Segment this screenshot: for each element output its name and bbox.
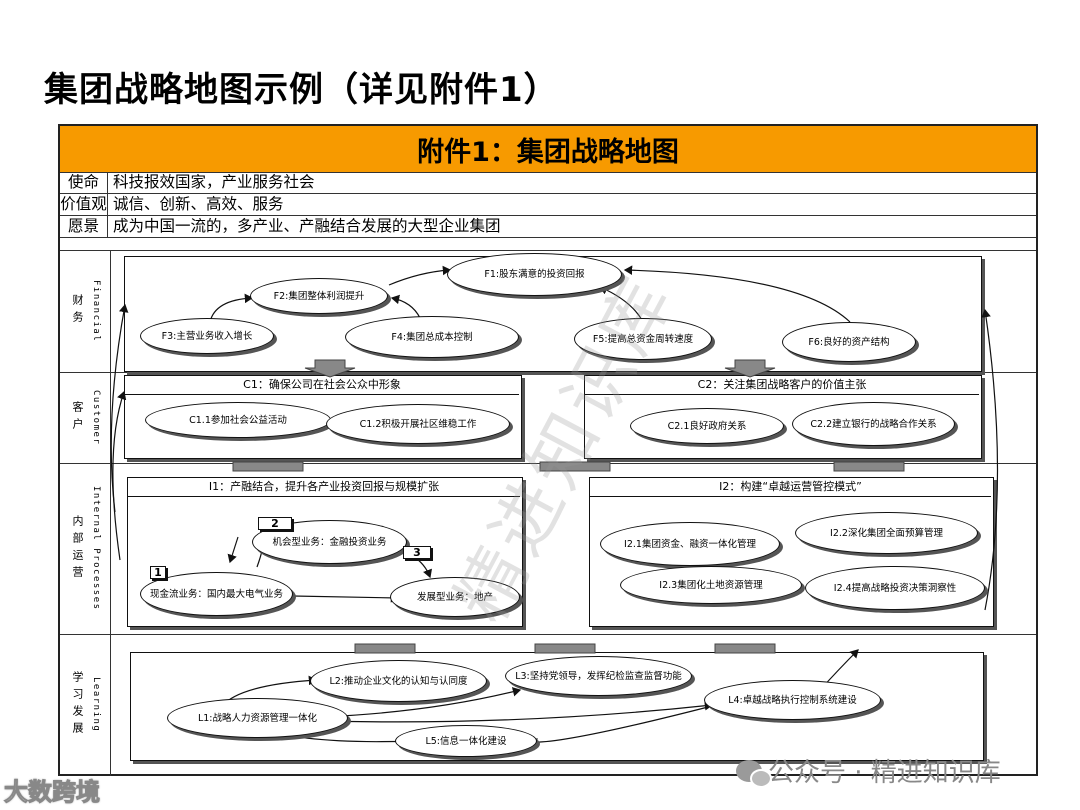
- page-title: 集团战略地图示例（详见附件1）: [44, 70, 559, 110]
- values-row: 价值观 诚信、创新、高效、服务: [60, 194, 1036, 216]
- objective-l4: L4:卓越战略执行控制系统建设: [704, 680, 881, 720]
- lane-internal-zh: 内部运营: [71, 514, 84, 583]
- values-value: 诚信、创新、高效、服务: [113, 195, 284, 213]
- strategy-map-frame: [58, 124, 1038, 776]
- banner-title: 附件1：集团战略地图: [60, 126, 1036, 173]
- objective-f2: F2:集团整体利润提升: [250, 278, 388, 314]
- c2-header: C2：关注集团战略客户的价值主张: [585, 376, 979, 395]
- objective-c21: C2.1良好政府关系: [630, 408, 784, 444]
- objective-f3: F3:主营业务收入增长: [140, 318, 274, 354]
- objective-f6: F6:良好的资产结构: [782, 322, 916, 362]
- footer-wechat: 公众号 · 精进知识库: [736, 752, 1001, 789]
- vision-key: 愿景: [60, 216, 108, 237]
- lane-customer-zh: 客户: [71, 400, 84, 435]
- lane-divider: [60, 372, 1036, 373]
- objective-c22: C2.2建立银行的战略合作关系: [792, 402, 955, 446]
- lane-financial-label: 财务 Financial: [60, 250, 110, 372]
- footer-left-logo: 大数跨境: [4, 778, 101, 807]
- lane-financial-en: Financial: [91, 279, 101, 343]
- objective-l2: L2:推动企业文化的认知与认同度: [310, 660, 487, 702]
- badge-1: 1: [150, 566, 166, 579]
- values-key: 价值观: [60, 194, 108, 215]
- c1-header: C1：确保公司在社会公众中形象: [125, 376, 519, 395]
- lane-internal-en: Internal Processes: [91, 486, 101, 611]
- lane-learning-zh: 学习发展: [71, 671, 84, 739]
- lane-customer-label: 客户 Customer: [60, 372, 110, 463]
- objective-i24: I2.4提高战略投资决策洞察性: [805, 566, 985, 610]
- objective-c12: C1.2积极开展社区维稳工作: [326, 404, 510, 444]
- vision-value: 成为中国一流的，多产业、产融结合发展的大型企业集团: [113, 217, 501, 235]
- lanes-top-line: [60, 250, 1036, 251]
- objective-l5: L5:信息一体化建设: [395, 725, 537, 757]
- wechat-icon: [736, 759, 772, 788]
- mission-row: 使命 科技报效国家，产业服务社会: [60, 172, 1036, 194]
- objective-opportunity-business: 机会型业务：金融投资业务: [252, 520, 407, 564]
- objective-cashflow-business: 现金流业务：国内最大电气业务: [140, 572, 293, 616]
- lane-customer-en: Customer: [91, 389, 101, 446]
- lane-internal-label: 内部运营 Internal Processes: [60, 463, 110, 634]
- objective-development-business: 发展型业务：地产: [390, 577, 520, 617]
- objective-i22: I2.2深化集团全面预算管理: [795, 512, 978, 554]
- i1-header: I1：产融结合，提升各产业投资回报与规模扩张: [128, 478, 520, 497]
- objective-f1: F1:股东满意的投资回报: [447, 253, 622, 296]
- lane-learning-en: Learning: [91, 677, 101, 733]
- i2-header: I2：构建“卓越运营管控模式”: [590, 478, 991, 497]
- objective-l1: L1:战略人力资源管理一体化: [167, 698, 348, 738]
- lane-financial-zh: 财务: [71, 294, 84, 328]
- vision-row: 愿景 成为中国一流的，多产业、产融结合发展的大型企业集团: [60, 216, 1036, 238]
- objective-f4: F4:集团总成本控制: [345, 316, 519, 358]
- badge-3: 3: [403, 546, 431, 559]
- objective-c11: C1.1参加社会公益活动: [145, 402, 331, 438]
- objective-i23: I2.3集团化土地资源管理: [620, 566, 802, 604]
- badge-2: 2: [258, 517, 292, 530]
- lane-learning-label: 学习发展 Learning: [60, 634, 110, 776]
- objective-i21: I2.1集团资金、融资一体化管理: [600, 522, 780, 566]
- footer-right-text: 公众号 · 精进知识库: [768, 758, 1001, 788]
- objective-f5: F5:提高总资金周转速度: [574, 318, 712, 360]
- mission-key: 使命: [60, 172, 108, 193]
- lane-divider: [60, 634, 1036, 635]
- mission-value: 科技报效国家，产业服务社会: [113, 173, 315, 191]
- lane-label-divider: [110, 250, 111, 776]
- objective-l3: L3:坚持党领导，发挥纪检监查监督功能: [505, 656, 692, 696]
